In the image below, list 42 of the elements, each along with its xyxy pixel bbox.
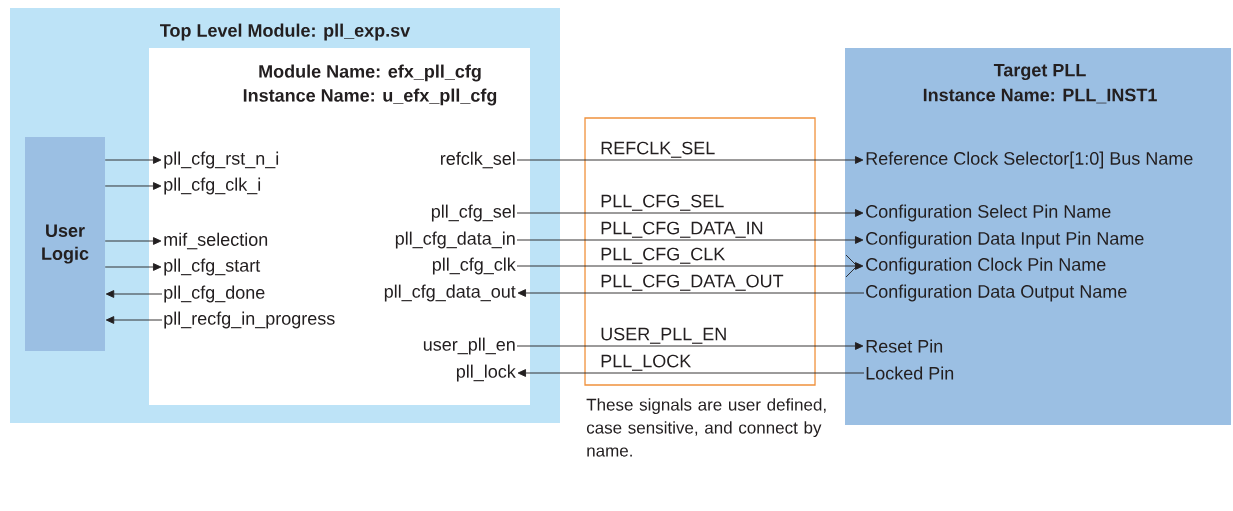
arrow xyxy=(104,156,162,164)
pin-name: Configuration Data Output Name xyxy=(866,284,1127,302)
arrow xyxy=(105,316,163,324)
signal-label: PLL_CFG_DATA_OUT xyxy=(601,274,784,291)
pin-name: Configuration Select Pin Name xyxy=(866,204,1111,222)
port-name: pll_lock xyxy=(456,364,516,382)
arrow xyxy=(516,156,864,164)
port-name: pll_cfg_sel xyxy=(431,204,515,222)
signal-label: PLL_CFG_CLK xyxy=(601,247,726,264)
signal-label: PLL_CFG_SEL xyxy=(601,194,724,211)
pin-name: Locked Pin xyxy=(866,366,954,380)
signal-label: PLL_LOCK xyxy=(601,354,692,371)
arrow xyxy=(517,369,865,377)
arrow xyxy=(516,236,864,244)
arrow xyxy=(516,209,864,217)
arrow xyxy=(517,289,865,297)
port-name: pll_cfg_start xyxy=(164,258,261,276)
logic-box: User Logic xyxy=(25,137,105,351)
arrow xyxy=(105,290,163,298)
note-text: These signals are user defined, case sensitive, and connect by name. xyxy=(586,398,826,457)
port-name: pll_recfg_in_progress xyxy=(164,311,335,329)
pin-name: Configuration Data Input Pin Name xyxy=(866,231,1144,249)
arrow xyxy=(104,263,162,271)
port-name: pll_cfg_clk_i xyxy=(164,177,261,195)
port-name: pll_cfg_clk xyxy=(432,257,516,275)
port-name: pll_cfg_done xyxy=(164,285,265,303)
pin-name: Reference Clock Selector[1:0] Bus Name xyxy=(866,151,1193,169)
port-name: mif_selection xyxy=(164,232,268,250)
arrow xyxy=(104,182,162,190)
port-name: refclk_sel xyxy=(440,151,515,169)
port-name: pll_cfg_data_in xyxy=(395,231,515,249)
port-name: pll_cfg_data_out xyxy=(384,284,516,302)
port-name: pll_cfg_rst_n_i xyxy=(164,151,279,169)
signal-label: REFCLK_SEL xyxy=(601,141,715,158)
pin-name: Reset Pin xyxy=(866,339,943,353)
arrow xyxy=(516,342,864,350)
signal-label: PLL_CFG_DATA_IN xyxy=(601,221,763,238)
arrow xyxy=(516,262,864,270)
pin-name: Configuration Clock Pin Name xyxy=(866,257,1106,275)
port-name: user_pll_en xyxy=(423,337,515,355)
arrow xyxy=(104,237,162,245)
signal-label: USER_PLL_EN xyxy=(601,327,726,344)
